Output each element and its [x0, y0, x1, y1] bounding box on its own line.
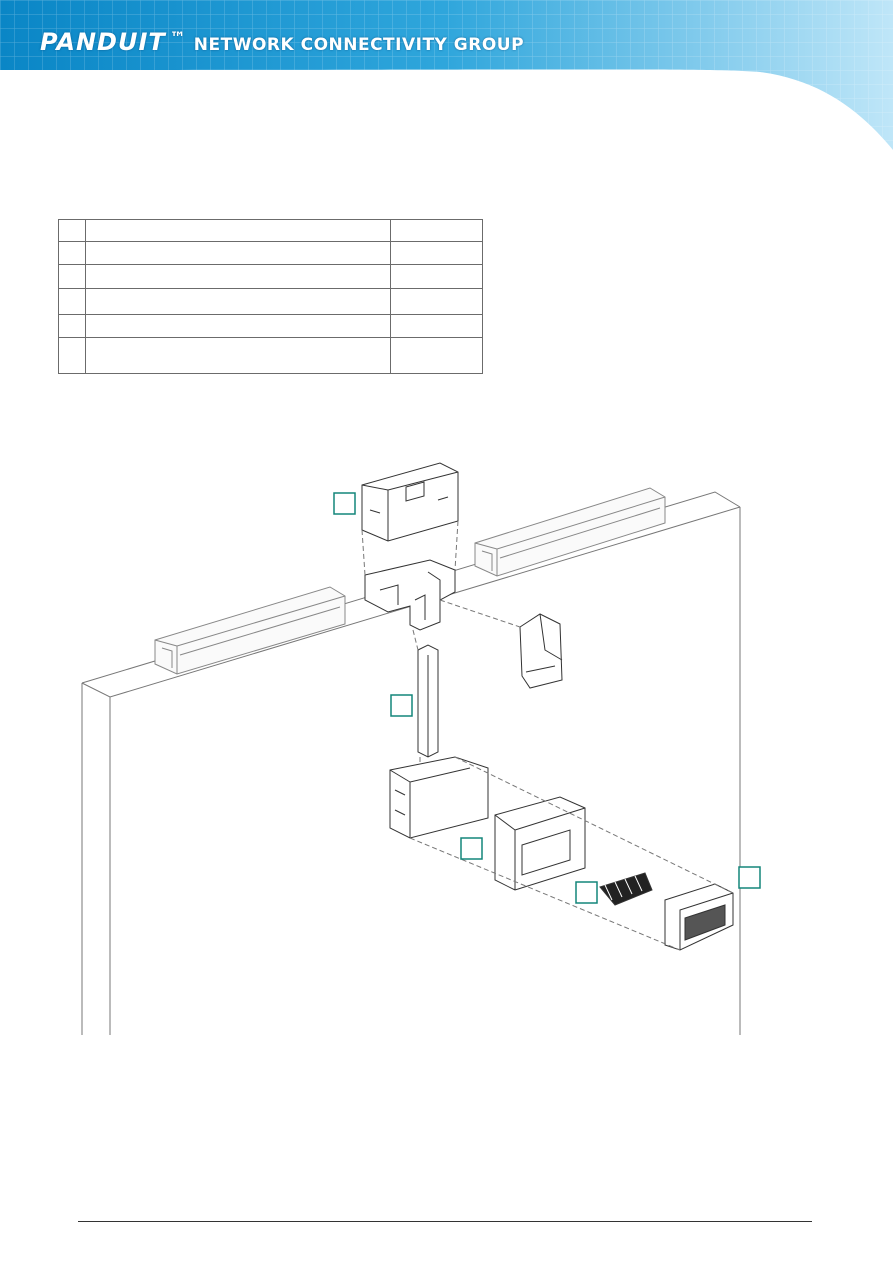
drop-trunking	[417, 644, 439, 758]
part-number-cell	[390, 219, 483, 242]
callout-box	[333, 492, 356, 515]
callout-box	[460, 837, 483, 860]
banner-graphic	[0, 0, 893, 150]
item-number-cell	[58, 314, 86, 338]
brand-logo: PANDUIT	[40, 28, 166, 56]
table-row	[58, 314, 483, 338]
description-cell	[84, 314, 392, 338]
description-cell	[84, 337, 392, 374]
table-row	[58, 241, 483, 265]
callout-box	[390, 694, 413, 717]
callout-markers	[333, 492, 761, 904]
item-number-cell	[58, 241, 86, 265]
trunking-left	[154, 586, 346, 675]
description-cell	[84, 219, 392, 242]
tee-base	[364, 559, 456, 631]
tee-cover	[361, 462, 459, 542]
part-number-cell	[390, 314, 483, 338]
table-row	[58, 288, 483, 315]
brand-tagline: NETWORK CONNECTIVITY GROUP	[193, 35, 525, 55]
table-row	[58, 337, 483, 374]
part-number-cell	[390, 241, 483, 265]
description-cell	[84, 241, 392, 265]
item-number-cell	[58, 264, 86, 289]
end-cap	[519, 613, 563, 689]
installation-diagram	[0, 440, 893, 1040]
part-number-cell	[390, 264, 483, 289]
faceplate	[664, 883, 734, 951]
description-cell	[84, 264, 392, 289]
description-cell	[84, 288, 392, 315]
part-number-cell	[390, 288, 483, 315]
exploded-view	[81, 462, 761, 1035]
table-row	[58, 219, 483, 242]
parts-table	[58, 219, 483, 374]
callout-box	[738, 866, 761, 889]
item-number-cell	[58, 288, 86, 315]
table-row	[58, 264, 483, 289]
trademark-symbol: ™	[169, 28, 186, 47]
part-number-cell	[390, 337, 483, 374]
back-box	[389, 756, 489, 839]
trunking-right	[474, 487, 666, 577]
item-number-cell	[58, 219, 86, 242]
jack-modules	[599, 872, 653, 906]
callout-box	[575, 881, 598, 904]
assembly-lines	[361, 520, 734, 951]
item-number-cell	[58, 337, 86, 374]
surface-box	[494, 796, 586, 891]
footer-rule	[78, 1221, 812, 1222]
